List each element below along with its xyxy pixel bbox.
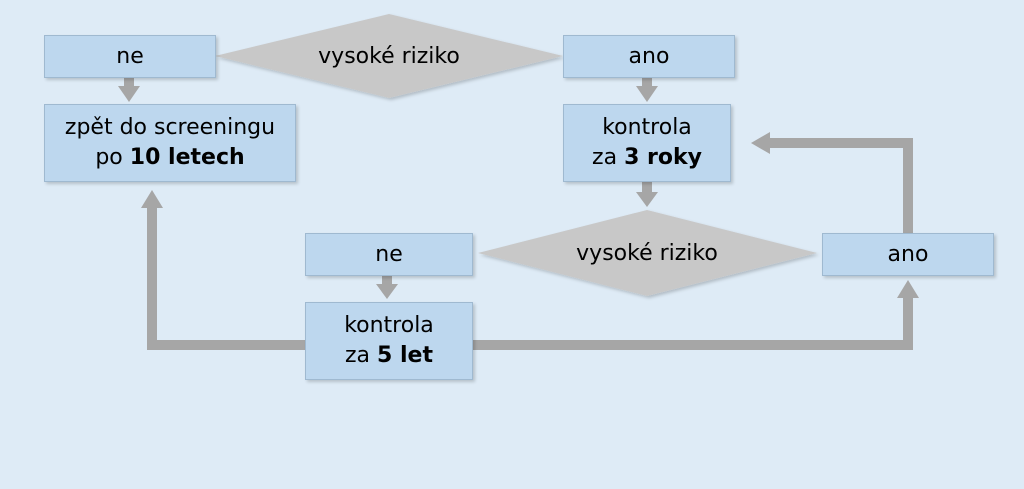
loop-horizontal-top [768,138,913,148]
arrowhead-to-screening [118,86,140,102]
connector-control5-right [472,340,913,350]
box-control-3-years: kontrola za 3 roky [563,104,731,182]
connector-control3-down [642,182,652,194]
control-5-line2: za 5 let [345,343,433,368]
box-return-to-screening: zpět do screeningu po 10 letech [44,104,296,182]
connector-up-to-screening [147,206,157,350]
box-second-no-label: ne [375,241,403,267]
box-second-yes-label: ano [887,241,929,267]
control-3-line2: za 3 roky [592,145,702,170]
return-screening-line1: zpět do screeningu [64,115,276,141]
control-5-line1: kontrola [344,313,434,339]
box-top-no-label: ne [116,43,144,69]
box-top-no: ne [44,35,216,78]
decision-second-label: vysoké riziko [576,240,718,266]
arrowhead-loop-to-control-3 [751,132,770,154]
connector-ano-top-down [642,78,652,88]
arrowhead-to-screening-from-below [141,190,163,208]
box-second-no: ne [305,233,473,276]
arrowhead-to-ano-second [897,280,919,298]
control-3-line1: kontrola [602,115,692,141]
arrowhead-to-second-decision [636,192,658,207]
connector-control5-left [147,340,306,350]
box-second-yes: ano [822,233,994,276]
box-top-yes-label: ano [628,43,670,69]
connector-ne-top-down [124,78,134,88]
return-screening-line2: po 10 letech [95,145,245,170]
box-top-yes: ano [563,35,735,78]
box-control-5-years: kontrola za 5 let [305,302,473,380]
connector-ne-second-down [382,276,392,286]
connector-up-to-ano [903,296,913,350]
decision-diamond-top [215,14,563,98]
arrowhead-to-control-3 [636,86,658,102]
loop-vertical-right [903,138,913,233]
arrowhead-to-control-5 [376,284,398,299]
decision-top-label: vysoké riziko [318,43,460,69]
decision-diamond-second [478,210,817,296]
